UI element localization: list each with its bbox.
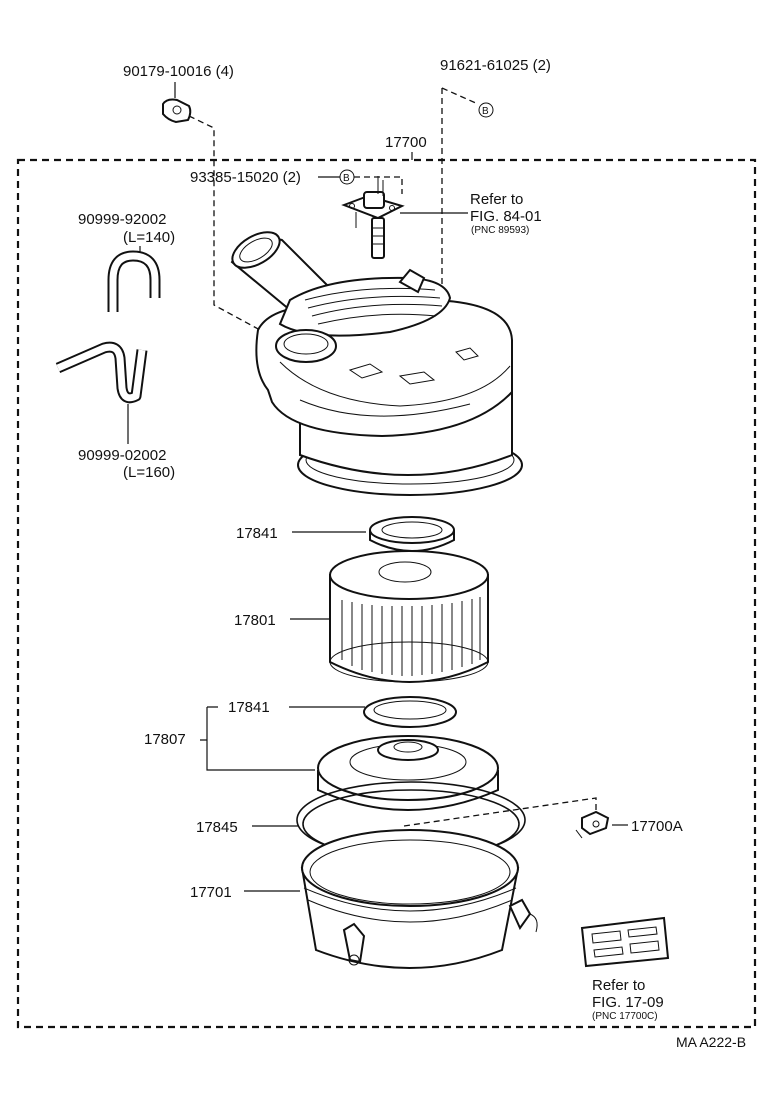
diagram-code: MA A222-B [676,1034,746,1050]
label-case: 17701 [190,884,232,901]
label-gasket-lower: 17841 [228,699,270,716]
plate-icon [580,916,670,968]
label-hose1-len: (L=140) [123,229,175,246]
label-hose1: 90999-92002 [78,211,166,228]
refer1-line2: FIG. 84-01 [470,208,542,225]
assembly-border [16,158,757,1029]
gasket-upper-icon [369,516,455,552]
cleaner-cap-icon [317,735,499,811]
refer2-line1: Refer to [592,977,645,994]
label-cap-sub: 17807 [144,731,186,748]
refer1-line1: Refer to [470,191,523,208]
air-cleaner-cap-icon [230,231,523,496]
label-gasket-upper: 17841 [236,525,278,542]
svg-text:B: B [482,106,489,117]
svg-text:B: B [343,173,350,184]
callout-b-top: B [478,102,494,118]
bolt-icon [162,98,192,124]
label-hose2-len: (L=160) [123,464,175,481]
label-screw-top: 91621-61025 (2) [440,57,551,74]
label-assy: 17700 [385,134,427,151]
label-bolt: 90179-10016 (4) [123,63,234,80]
label-seal: 17845 [196,819,238,836]
gasket-lower-icon [363,696,457,728]
refer1-line3: (PNC 89593) [471,225,529,236]
refer2-line3: (PNC 17700C) [592,1011,658,1022]
label-hose2: 90999-02002 [78,447,166,464]
hose-long-icon [55,341,148,404]
sensor-part-icon [341,176,405,259]
refer2-line2: FIG. 17-09 [592,994,664,1011]
callout-b-mid: B [339,169,355,185]
label-element: 17801 [234,612,276,629]
hose-short-icon [107,250,161,312]
filter-element-icon [329,550,489,683]
label-clamp: 17700A [631,818,683,835]
label-screw-mid: 93385-15020 (2) [190,169,301,186]
cleaner-case-icon [300,829,538,969]
clamp-icon [575,810,610,839]
